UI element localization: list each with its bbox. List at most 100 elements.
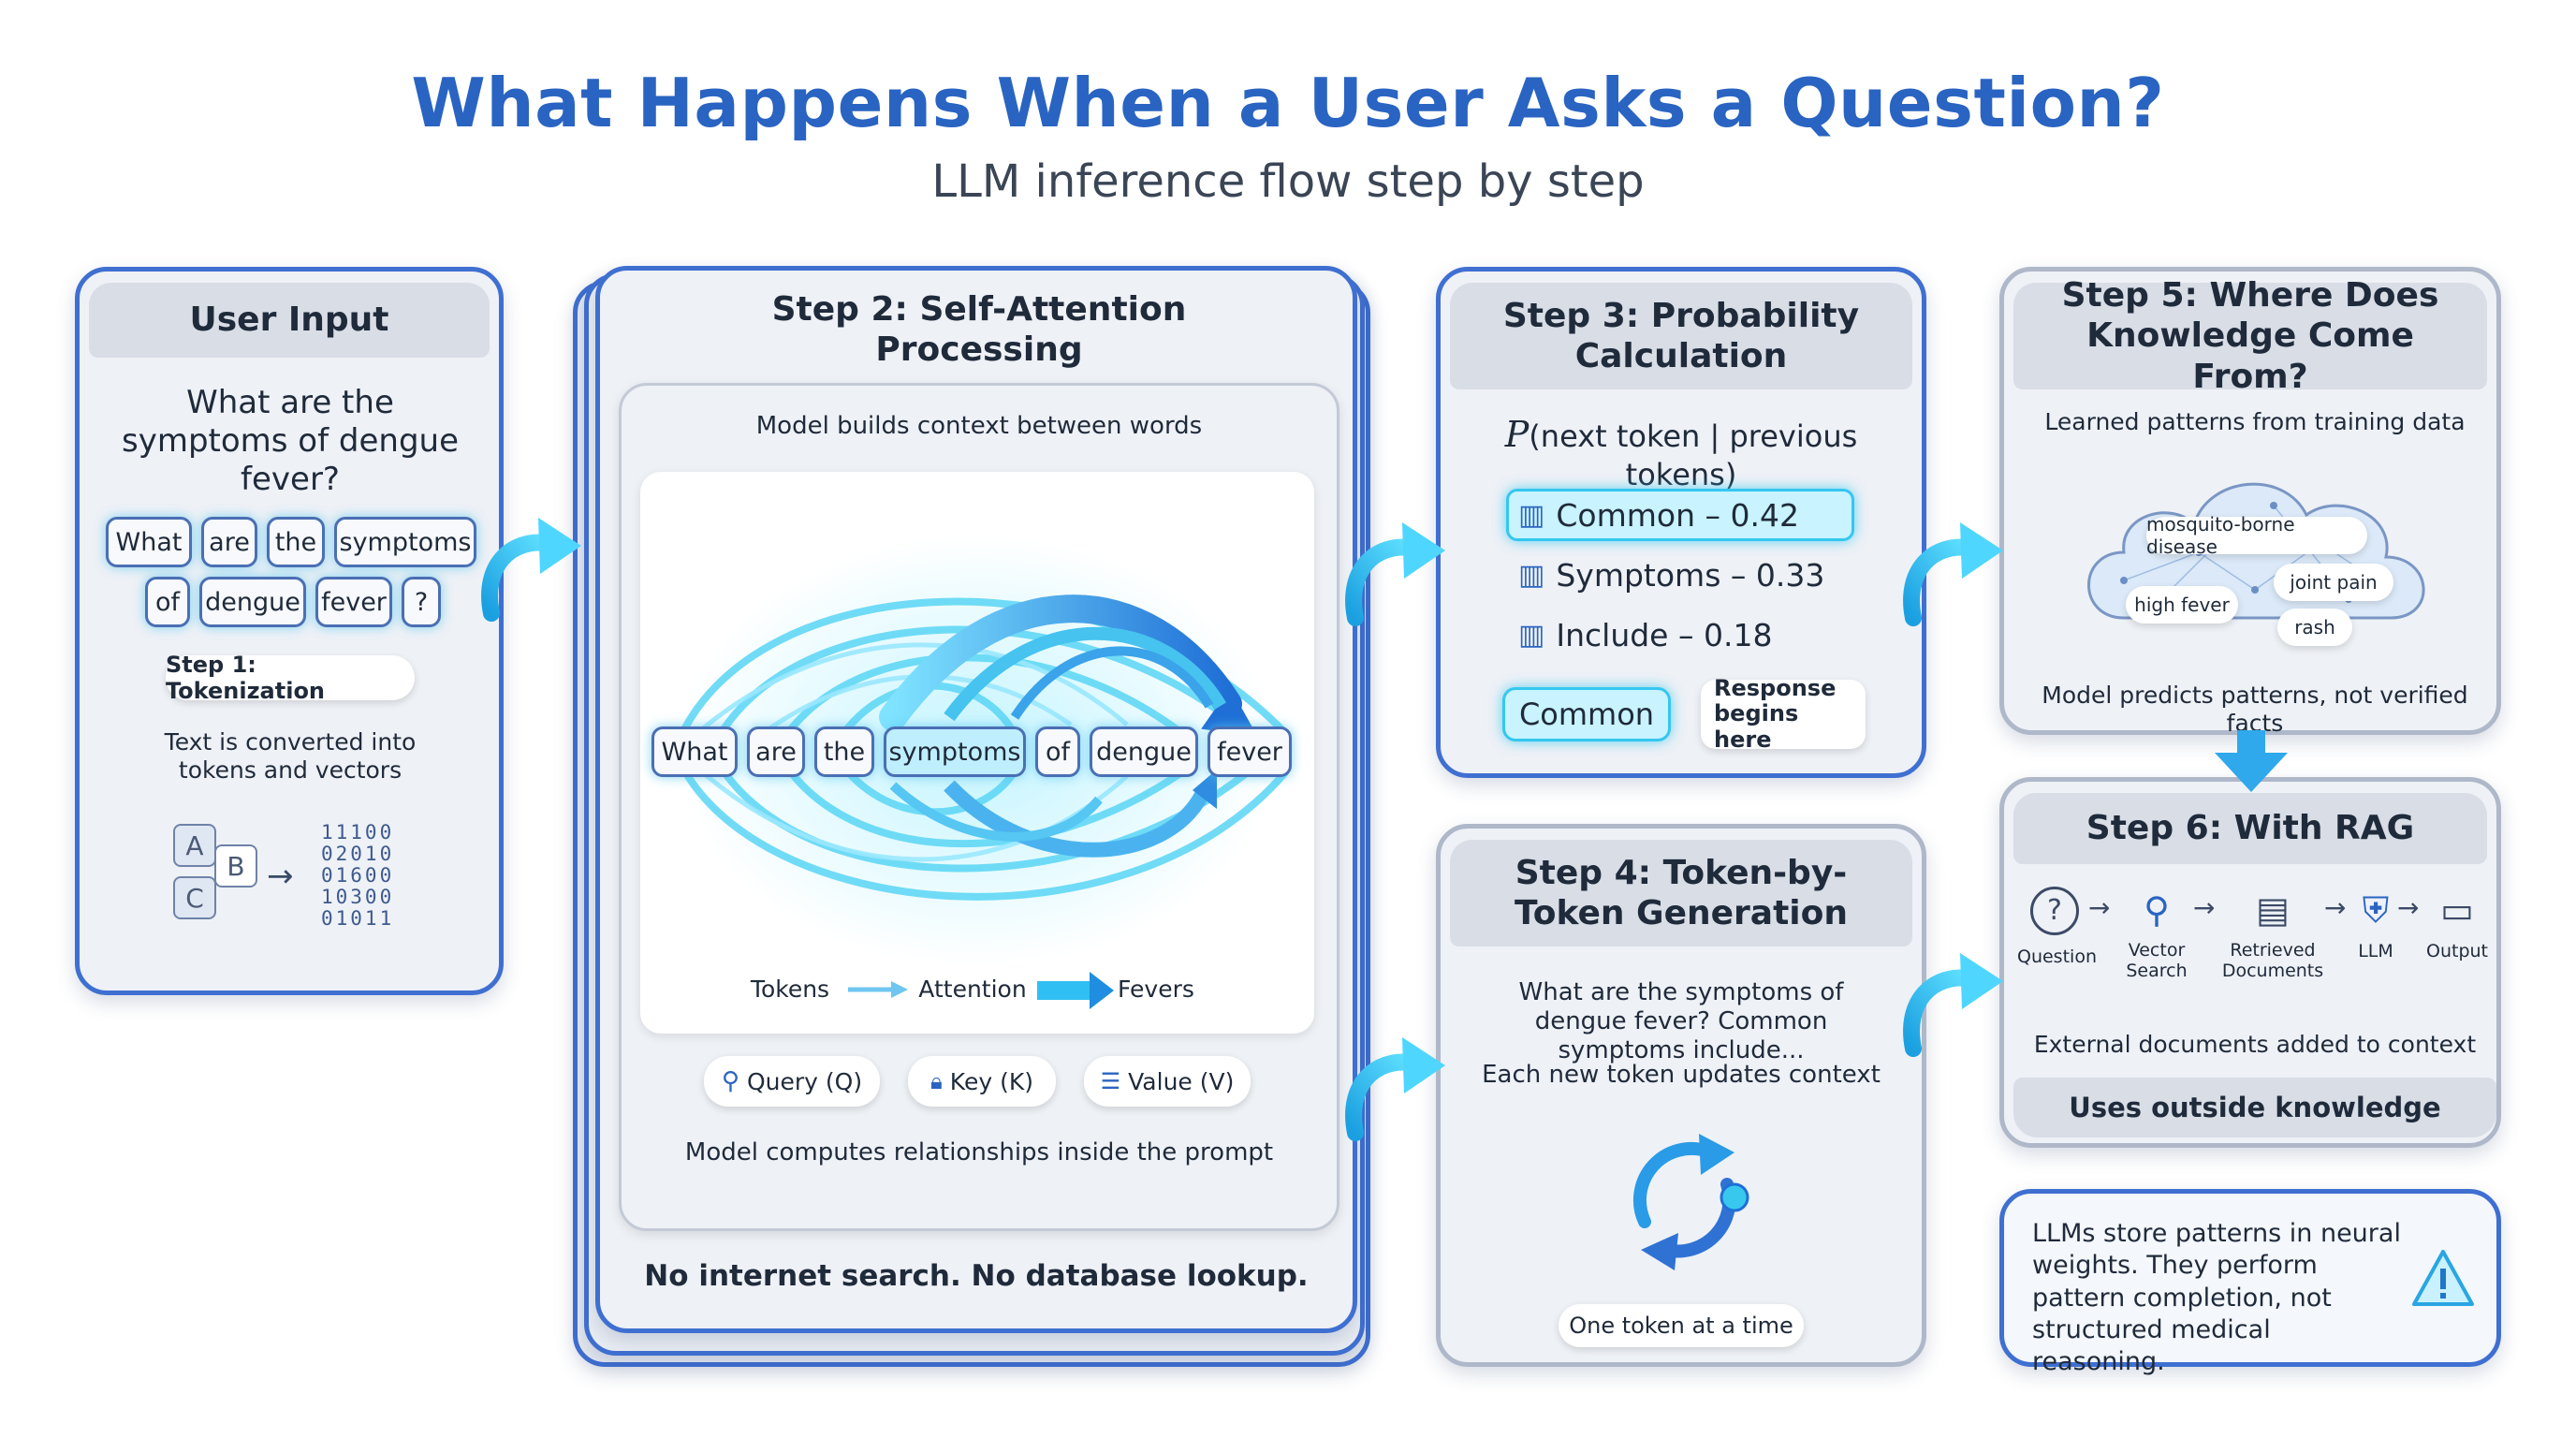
generated-text: What are the symptoms of dengue fever? C… (1518, 978, 1844, 1065)
letter-c: C (173, 876, 216, 919)
tokenization-caption: Text is converted into tokens and vector… (164, 728, 417, 784)
step2-card: Step 2: Self-Attention Processing Model … (595, 266, 1357, 1333)
binary-row: 10300 (321, 886, 395, 908)
candidate-include-label: Include – 0.18 (1556, 616, 1773, 653)
letter-b: B (214, 844, 257, 888)
token-dengue: dengue (199, 577, 306, 627)
one-token-pill: One token at a time (1559, 1304, 1804, 1347)
arrow-icon: → (2324, 892, 2347, 923)
step5-title: Step 5: Where Does Knowledge Come From? (2013, 276, 2487, 396)
page-subtitle: LLM inference flow step by step (931, 155, 1645, 208)
step2-subtitle: Model builds context between words (755, 412, 1203, 440)
legend-tokens: Tokens (750, 976, 830, 1003)
query-label: Query (Q) (746, 1067, 863, 1095)
bar-chart-icon: ▥ (1518, 498, 1545, 532)
step4-card: Step 4: Token-by-Token Generation What a… (1436, 824, 1926, 1367)
formula-p: P (1504, 414, 1530, 455)
attn-token-are: are (747, 726, 805, 777)
letter-a: A (173, 824, 216, 867)
query-pill: ⚲ Query (Q) (704, 1056, 880, 1107)
step4-title: Step 4: Token-by-Token Generation (1450, 840, 1912, 946)
question-icon: ? (2030, 887, 2079, 935)
note-card: LLMs store patterns in neural weights. T… (1999, 1189, 2501, 1376)
legend-arrow-thick-icon (1037, 972, 1114, 1009)
candidate-symptoms-label: Symptoms – 0.33 (1556, 556, 1825, 594)
user-input-title: User Input (89, 283, 490, 358)
vector-search-label: Vector Search (2126, 940, 2188, 981)
candidate-symptoms: ▥ Symptoms – 0.33 (1506, 549, 1854, 601)
bar-chart-icon: ▥ (1518, 558, 1545, 592)
retrieved-docs-label: Retrieved Documents (2221, 940, 2324, 981)
llm-label: LLM (2358, 941, 2393, 961)
attention-diagram: What are the symptoms of dengue fever To… (640, 472, 1314, 1034)
value-label: Value (V) (1128, 1067, 1235, 1095)
flow-arrow-step3-to-step5 (1903, 522, 2003, 626)
search-icon: ⚲ (721, 1067, 739, 1095)
binary-vectors: 11100 02010 01600 10300 01011 (321, 822, 433, 930)
note-text: LLMs store patterns in neural weights. T… (2032, 1219, 2401, 1377)
documents-icon: ▤ (2256, 889, 2290, 931)
vector-search-step: ⚲ Vector Search (2115, 887, 2199, 982)
flow-arrow-input-to-step2 (481, 518, 581, 622)
token-question-mark: ? (402, 577, 441, 627)
candidate-include: ▥ Include – 0.18 (1506, 609, 1854, 661)
binary-row: 01011 (321, 907, 395, 930)
key-pill: 🔒︎ Key (K) (908, 1056, 1056, 1107)
user-input-card: User Input What are the symptoms of deng… (75, 267, 504, 995)
step2-footer: No internet search. No database lookup. (644, 1259, 1309, 1293)
step5-subtitle: Learned patterns from training data (2044, 408, 2466, 435)
warning-icon (2412, 1250, 2474, 1306)
value-pill: ☰ Value (V) (1084, 1056, 1251, 1107)
cloud-tag-mosquito: mosquito-borne disease (2146, 513, 2367, 558)
bar-chart-icon: ▥ (1518, 618, 1545, 652)
token-are: are (201, 517, 257, 567)
refresh-cycle-icon (1632, 1134, 1749, 1270)
question-step: ? Question (2017, 887, 2097, 967)
step5-card: Step 5: Where Does Knowledge Come From? … (1999, 267, 2501, 737)
shield-brain-icon: ⛨ (2362, 889, 2390, 931)
binary-row: 01600 (321, 864, 395, 887)
attn-token-what: What (651, 726, 738, 777)
binary-row: 02010 (321, 843, 395, 865)
key-label: Key (K) (949, 1067, 1033, 1095)
cloud-tag-rash: rash (2277, 609, 2352, 646)
step6-footer: Uses outside knowledge (2013, 1078, 2496, 1137)
cloud-tag-high-fever: high fever (2126, 586, 2238, 624)
question-label: Question (2017, 946, 2097, 967)
attn-token-the: the (814, 726, 874, 777)
token-symptoms: symptoms (334, 517, 476, 567)
output-label: Output (2426, 941, 2488, 961)
response-note: Response begins here (1701, 675, 1866, 753)
step3-title: Step 3: Probability Calculation (1450, 283, 1912, 389)
attn-token-of: of (1035, 726, 1080, 777)
cloud-tag-joint-pain: joint pain (2274, 564, 2393, 601)
formula-body: (next token | previous tokens) (1529, 418, 1858, 492)
step2-title: Step 2: Self-Attention Processing (771, 290, 1187, 370)
step2-inner-panel: Model builds context between words (619, 383, 1339, 1231)
legend-fevers: Fevers (1118, 976, 1194, 1003)
legend-arrow-thin-icon (848, 981, 908, 998)
selected-token: Common (1502, 687, 1671, 741)
attn-token-fever: fever (1208, 726, 1292, 777)
binary-row: 11100 (321, 821, 395, 844)
candidate-common-label: Common – 0.42 (1556, 496, 1799, 534)
attn-token-symptoms: symptoms (884, 726, 1026, 777)
step4-caption: Each new token updates context (1482, 1061, 1881, 1089)
flow-arrow-step4-to-step6 (1903, 953, 2003, 1057)
candidate-common: ▥ Common – 0.42 (1506, 489, 1854, 541)
lock-icon: 🔒︎ (930, 1068, 943, 1094)
llm-step: ⛨ LLM (2345, 887, 2407, 961)
output-step: ▭ Output (2420, 887, 2495, 961)
token-what: What (106, 517, 192, 567)
step6-title: Step 6: With RAG (2013, 793, 2487, 864)
arrow-icon: → (2088, 892, 2111, 923)
arrow-icon: → (2397, 892, 2420, 923)
flow-arrow-step2-to-step3 (1345, 522, 1445, 626)
step1-label: Step 1: Tokenization (166, 652, 415, 704)
legend-attention: Attention (918, 976, 1027, 1003)
step6-card: Step 6: With RAG ? Question → ⚲ Vector S… (1999, 777, 2501, 1148)
step6-caption: External documents added to context (2033, 1031, 2477, 1058)
user-question: What are the symptoms of dengue fever? (122, 384, 459, 498)
step5-caption: Model predicts patterns, not verified fa… (2042, 682, 2468, 737)
flow-arrow-step2-to-step4 (1345, 1037, 1445, 1141)
